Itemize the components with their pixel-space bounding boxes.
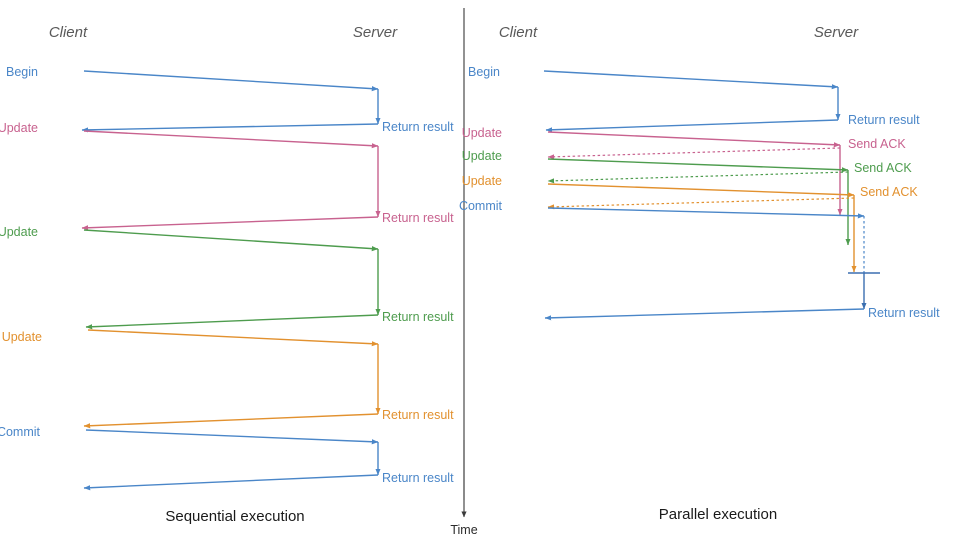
message-label-update3-request: Update [2, 330, 42, 344]
message-label-update1-return: Return result [382, 211, 454, 225]
message-label-begin-request: Begin [6, 65, 38, 79]
message-line-update2-request [83, 229, 379, 252]
message-label-update3-request: Update [462, 174, 502, 188]
message-line-update3-return [83, 413, 379, 429]
message-line-update2-request [547, 158, 849, 173]
message-label-commit-request: Commit [459, 199, 503, 213]
message-label-update2-request: Update [0, 225, 38, 239]
lane-label-server: Server [353, 24, 398, 41]
message-line-update1-ack [547, 147, 841, 160]
message-line-commit-return [544, 308, 865, 321]
lane-label-server: Server [814, 24, 859, 41]
message-label-begin-return: Return result [848, 113, 920, 127]
message-label-begin-return: Return result [382, 120, 454, 134]
lane-label-client: Client [499, 24, 538, 41]
message-line-commit-return [83, 474, 379, 491]
message-line-commit-request [85, 429, 379, 445]
message-label-update2-ack: Send ACK [854, 161, 912, 175]
panel-caption-parallel: Parallel execution [659, 506, 777, 523]
message-label-update2-request: Update [462, 149, 502, 163]
message-label-update3-return: Return result [382, 408, 454, 422]
message-label-commit-return: Return result [868, 306, 940, 320]
message-line-update1-return [81, 216, 379, 231]
message-line-update3-ack [547, 197, 855, 210]
message-label-commit-request: Commit [0, 425, 41, 439]
message-line-commit-request [547, 207, 865, 219]
message-line-update1-request [83, 130, 379, 149]
lane-label-client: Client [49, 24, 88, 41]
message-line-update2-ack [547, 171, 849, 184]
message-line-begin-request [83, 70, 379, 92]
message-line-update2-return [85, 314, 379, 330]
message-line-begin-return [545, 119, 839, 133]
message-label-update3-ack: Send ACK [860, 185, 918, 199]
message-label-commit-return: Return result [382, 471, 454, 485]
message-label-begin-request: Begin [468, 65, 500, 79]
message-line-update3-request [547, 183, 855, 198]
message-label-update1-request: Update [0, 121, 38, 135]
message-label-update2-return: Return result [382, 310, 454, 324]
panel-caption-sequential: Sequential execution [165, 508, 304, 525]
message-line-begin-return [81, 123, 379, 133]
time-axis-label: Time [450, 523, 477, 537]
message-line-update1-request [547, 131, 841, 148]
message-line-begin-request [543, 70, 839, 90]
message-label-update1-request: Update [462, 126, 502, 140]
message-line-update3-request [87, 329, 379, 347]
message-label-update1-ack: Send ACK [848, 137, 906, 151]
